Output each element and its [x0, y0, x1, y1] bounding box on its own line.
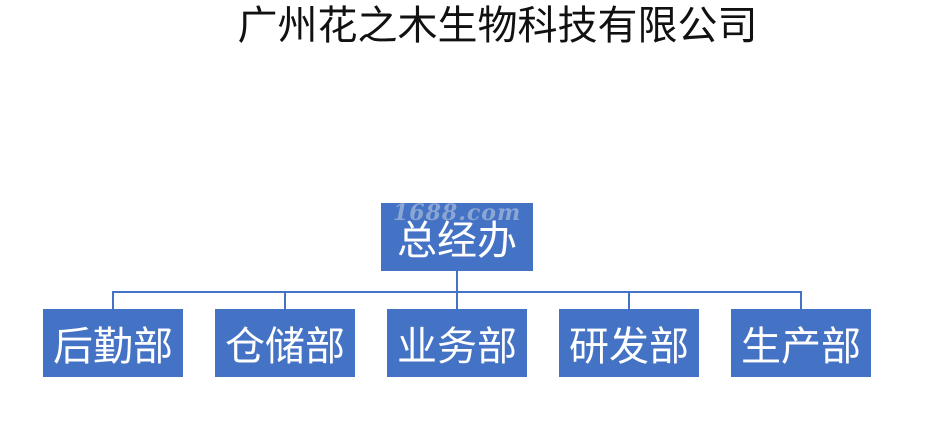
- page-title: 广州花之木生物科技有限公司: [237, 3, 758, 49]
- org-node-warehouse: 仓储部: [215, 309, 355, 377]
- org-node-label: 生产部: [741, 324, 861, 370]
- org-node-label: 业务部: [397, 324, 517, 370]
- org-node-label: 仓储部: [225, 324, 345, 370]
- org-node-production: 生产部: [731, 309, 871, 377]
- org-node-general-office: 总经办: [381, 203, 533, 271]
- org-node-label: 研发部: [569, 324, 689, 370]
- org-node-label: 后勤部: [53, 324, 173, 370]
- org-node-logistics: 后勤部: [43, 309, 183, 377]
- org-node-sales: 业务部: [387, 309, 527, 377]
- org-node-label: 总经办: [397, 218, 517, 264]
- org-node-rnd: 研发部: [559, 309, 699, 377]
